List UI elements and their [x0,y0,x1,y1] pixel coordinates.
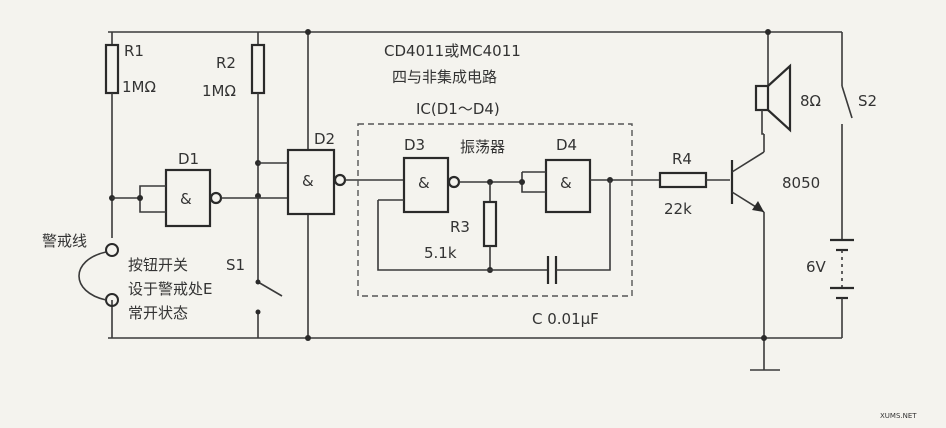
d1-gate [112,168,288,228]
s2-switch [841,32,853,240]
speaker [754,29,792,135]
watermark: XUMS.NET [880,412,917,420]
r4-resistor [658,171,730,189]
r1-resistor [104,43,120,95]
d3-symbol: & [418,174,430,192]
r3-name: R3 [450,218,470,236]
d2-symbol: & [302,172,314,190]
d2-gate [258,148,404,216]
transistor-label: 8050 [782,174,820,192]
d2-supply [305,29,311,341]
alarm-wire-loop [78,243,119,307]
capacitor-c [546,180,611,284]
battery-6v [830,238,854,338]
d1-symbol: & [180,190,192,208]
ic-block-label: IC(D1～D4) [416,100,500,118]
r3-branch [377,182,548,273]
ic-title-line1: CD4011或MC4011 [384,42,521,60]
s2-label: S2 [858,92,877,110]
note-line3: 常开状态 [128,304,188,322]
d1-label: D1 [178,150,199,168]
r4-name: R4 [672,150,692,168]
r3-resistor [482,200,498,248]
d3-label: D3 [404,136,425,154]
r2-value: 1MΩ [202,82,236,100]
r1-value: 1MΩ [122,78,156,96]
d3-gate [378,156,522,214]
s1-label: S1 [226,256,245,274]
r1-branch [104,32,120,338]
battery-label: 6V [806,258,827,276]
speaker-label: 8Ω [800,92,821,110]
d4-label: D4 [556,136,577,154]
note-line2: 设于警戒处E [128,280,212,298]
capacitor-label: C 0.01μF [532,310,599,328]
d4-gate [519,158,660,214]
note-line1: 按钮开关 [128,256,188,274]
ic-title-line2: 四与非集成电路 [392,68,497,86]
d2-label: D2 [314,130,335,148]
s1-switch [255,279,283,338]
d4-symbol: & [560,174,572,192]
r4-value: 22k [664,200,692,218]
oscillator-label: 振荡器 [460,138,505,156]
r2-resistor [250,43,266,95]
ic-block-outline [357,123,633,297]
alarm-wire-label: 警戒线 [42,232,87,250]
r2-name: R2 [216,54,236,72]
r2-branch [250,32,266,280]
transistor-8050 [730,134,780,371]
r1-name: R1 [124,42,144,60]
r3-value: 5.1k [424,244,457,262]
